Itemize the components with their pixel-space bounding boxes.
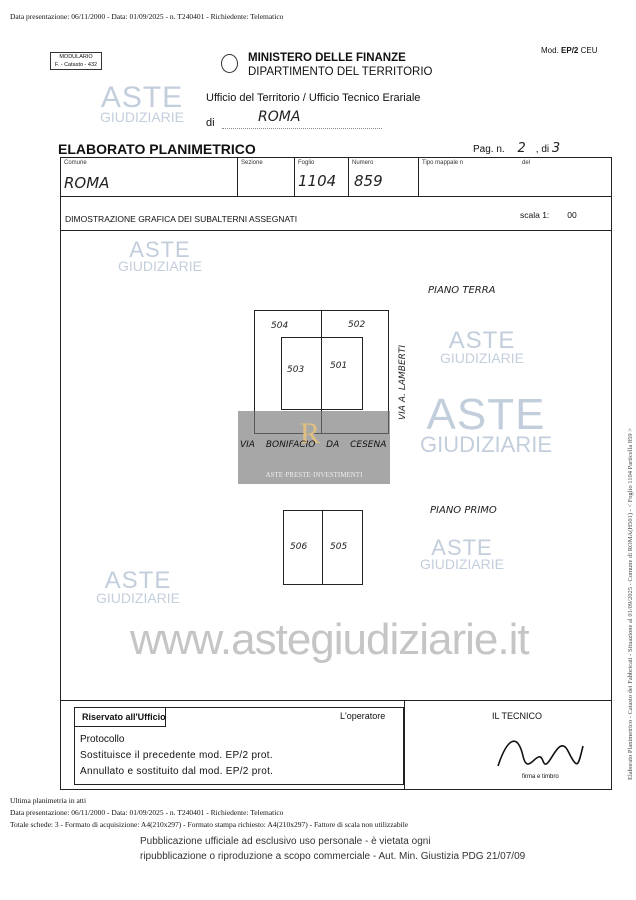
emblem-icon — [221, 54, 238, 73]
reserved-label: Riservato all'Ufficio — [74, 707, 166, 727]
cancelled-label: Annullato e sostituito dal mod. EP/2 pro… — [80, 766, 274, 777]
numero-label: Numero — [352, 160, 374, 166]
label-piano-primo: PIANO PRIMO — [430, 505, 497, 516]
di-label: di — [206, 117, 215, 129]
ministry-name: MINISTERO DELLE FINANZE — [248, 52, 406, 64]
replaces-label: Sostituisce il precedente mod. EP/2 prot… — [80, 750, 273, 761]
form-frame — [60, 157, 612, 790]
signature-icon — [497, 740, 584, 767]
api-logo-overlay: R ASTE·PRESTE·INVESTIMENTI — [238, 411, 390, 484]
modulario-code: F. - Catasto - 432 — [54, 62, 98, 68]
office-name: Ufficio del Territorio / Ufficio Tecnico… — [206, 92, 421, 104]
sub-502: 502 — [348, 320, 366, 330]
protocol-label: Protocollo — [80, 734, 125, 745]
office-city: ROMA — [258, 109, 301, 125]
scale: scala 1:00 — [520, 210, 577, 220]
api-logo-text: ASTE·PRESTE·INVESTIMENTI — [265, 471, 363, 479]
presentation-note: Data presentazione: 06/11/2000 - Data: 0… — [10, 808, 284, 817]
section-title: DIMOSTRAZIONE GRAFICA DEI SUBALTERNI ASS… — [65, 214, 298, 224]
publication-notice: ripubblicazione o riproduzione a scopo c… — [140, 851, 526, 862]
foglio-value: 1104 — [298, 172, 337, 190]
header-line: Data presentazione: 06/11/2000 - Data: 0… — [10, 12, 284, 21]
signature-label: firma e timbro — [522, 774, 559, 780]
unit-block — [281, 337, 363, 410]
street-lamberti: VIA A. LAMBERTI — [398, 344, 408, 420]
sezione-label: Sezione — [241, 160, 263, 166]
sub-506: 506 — [290, 542, 308, 552]
document-title: ELABORATO PLANIMETRICO — [58, 141, 256, 157]
office-reserved-box — [74, 707, 404, 785]
label-piano-terra: PIANO TERRA — [428, 285, 496, 296]
comune-label: Comune — [64, 160, 87, 166]
technician-label: IL TECNICO — [492, 711, 543, 721]
modulario-label: MODULARIO — [59, 54, 93, 60]
del-label: del — [522, 160, 531, 166]
sheets-note: Totale schede: 3 - Formato di acquisizio… — [10, 820, 409, 829]
last-plan-note: Ultima planimetria in atti — [10, 796, 87, 805]
numero-value: 859 — [354, 172, 383, 190]
sub-505: 505 — [330, 542, 348, 552]
sub-504: 504 — [271, 321, 289, 331]
modulario-box: MODULARIO F. - Catasto - 432 — [50, 52, 102, 70]
unit-block-first-floor — [283, 510, 363, 585]
department-name: DIPARTIMENTO DEL TERRITORIO — [248, 66, 433, 78]
watermark: GIUDIZIARIE — [100, 109, 185, 125]
tipo-mappale-label: Tipo mappale n — [422, 160, 464, 166]
foglio-label: Foglio — [298, 160, 315, 166]
side-note: Elaborato Planimetrico - Catasto dei Fab… — [627, 428, 634, 780]
publication-notice: Pubblicazione ufficiale ad esclusivo uso… — [140, 836, 431, 847]
url-watermark: www.astegiudiziarie.it — [130, 615, 530, 664]
street-bonifacio: VIA BONIFACIO DA CESENA — [240, 440, 387, 450]
sub-501: 501 — [330, 361, 348, 371]
operator-label: L'operatore — [340, 711, 386, 721]
sub-503: 503 — [287, 365, 305, 375]
page-number: Pag. n. 2, di 3 — [473, 141, 561, 156]
watermark: ASTE — [100, 81, 184, 114]
comune-value: ROMA — [64, 174, 110, 192]
mod-code: Mod. EP/2 CEU — [541, 46, 598, 55]
